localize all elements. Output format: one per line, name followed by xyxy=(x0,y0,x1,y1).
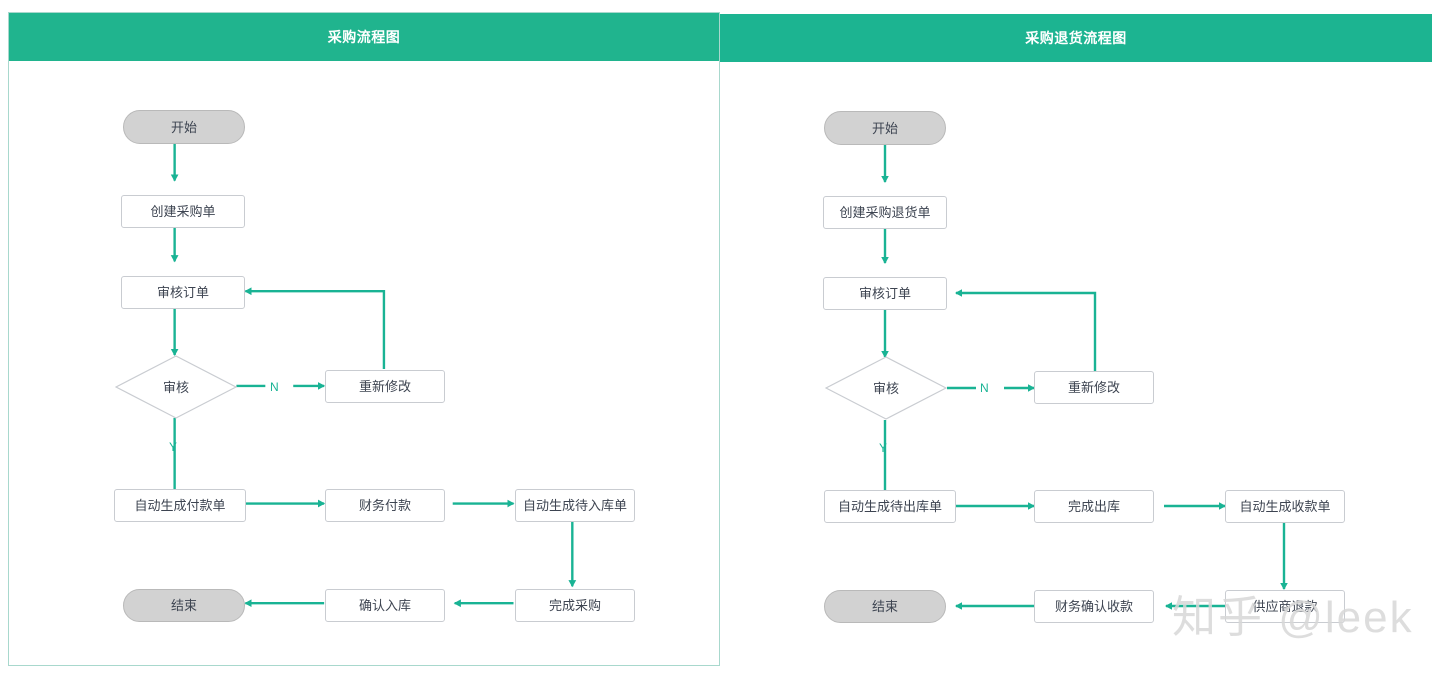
diamond-shape xyxy=(115,355,237,419)
node-auto-inbound-label: 自动生成待入库单 xyxy=(522,498,627,513)
edge-rework-to-review xyxy=(244,287,386,369)
panel-title-text: 采购流程图 xyxy=(327,29,401,45)
node-decision-label: 审核 xyxy=(872,380,899,396)
panel-title-text: 采购退货流程图 xyxy=(1025,30,1127,46)
watermark-zhihu: 知乎 @leek xyxy=(1172,593,1414,642)
node-review-order[interactable]: 审核订单 xyxy=(121,276,245,309)
node-finish-outbound[interactable]: 完成出库 xyxy=(1034,490,1154,523)
node-rework-label: 重新修改 xyxy=(358,379,411,394)
panel-title-purchase: 采购流程图 xyxy=(9,13,719,61)
node-end[interactable]: 结束 xyxy=(123,589,245,622)
edge-label-no: N xyxy=(270,380,279,394)
node-review-order[interactable]: 审核订单 xyxy=(823,277,947,310)
node-review-order-label: 审核订单 xyxy=(858,286,911,301)
panel-title-purchase-return: 采购退货流程图 xyxy=(720,14,1432,62)
edge-label-yes: Y xyxy=(879,441,888,455)
node-end[interactable]: 结束 xyxy=(824,590,946,623)
node-rework[interactable]: 重新修改 xyxy=(325,370,445,403)
node-finish-purchase-label: 完成采购 xyxy=(548,598,601,613)
node-finish-outbound-label: 完成出库 xyxy=(1067,499,1120,514)
node-start[interactable]: 开始 xyxy=(123,110,245,144)
edge-rework-to-review xyxy=(954,289,1097,371)
panel-purchase-flow: 采购流程图 xyxy=(8,12,720,666)
node-end-label: 结束 xyxy=(170,598,197,613)
node-auto-inbound-order[interactable]: 自动生成待入库单 xyxy=(515,489,635,522)
edge-label-yes: Y xyxy=(169,440,178,454)
node-decision-label: 审核 xyxy=(162,379,189,395)
node-finance-confirm-receipt[interactable]: 财务确认收款 xyxy=(1034,590,1154,623)
node-create-return-order[interactable]: 创建采购退货单 xyxy=(823,196,947,229)
node-review-order-label: 审核订单 xyxy=(156,285,209,300)
node-auto-outbound-label: 自动生成待出库单 xyxy=(837,499,942,514)
edge-label-no: N xyxy=(980,381,989,395)
node-finance-payment[interactable]: 财务付款 xyxy=(325,489,445,522)
node-finance-confirm-label: 财务确认收款 xyxy=(1054,599,1133,614)
node-supplier-refund[interactable]: 供应商退款 xyxy=(1225,590,1345,623)
node-supplier-refund-label: 供应商退款 xyxy=(1252,599,1318,614)
node-decision-review[interactable]: 审核 xyxy=(115,355,237,419)
node-auto-payment-label: 自动生成付款单 xyxy=(134,498,226,513)
node-create-purchase-order[interactable]: 创建采购单 xyxy=(121,195,245,228)
node-start-label: 开始 xyxy=(170,119,197,135)
node-confirm-inbound[interactable]: 确认入库 xyxy=(325,589,445,622)
node-finance-payment-label: 财务付款 xyxy=(358,498,411,513)
panel-purchase-return-flow: 采购退货流程图 xyxy=(720,14,1432,666)
node-end-label: 结束 xyxy=(871,599,898,614)
node-finish-purchase[interactable]: 完成采购 xyxy=(515,589,635,622)
node-start[interactable]: 开始 xyxy=(824,111,946,145)
diamond-shape xyxy=(825,356,947,420)
node-auto-payment-order[interactable]: 自动生成付款单 xyxy=(114,489,246,522)
node-start-label: 开始 xyxy=(871,120,898,136)
node-auto-outbound-order[interactable]: 自动生成待出库单 xyxy=(824,490,956,523)
node-create-label: 创建采购退货单 xyxy=(839,205,931,220)
node-auto-receipt-order[interactable]: 自动生成收款单 xyxy=(1225,490,1345,523)
node-rework[interactable]: 重新修改 xyxy=(1034,371,1154,404)
panel-body-purchase-return: 开始 创建采购退货单 审核订单 审核 N Y 重新修改 xyxy=(720,62,1432,666)
node-confirm-inbound-label: 确认入库 xyxy=(358,598,411,613)
node-create-label: 创建采购单 xyxy=(150,204,216,219)
panel-body-purchase: 开始 创建采购单 审核订单 审核 N Y 重新修改 xyxy=(9,61,719,665)
node-rework-label: 重新修改 xyxy=(1067,380,1120,395)
node-decision-review[interactable]: 审核 xyxy=(825,356,947,420)
node-auto-receipt-label: 自动生成收款单 xyxy=(1239,499,1331,514)
